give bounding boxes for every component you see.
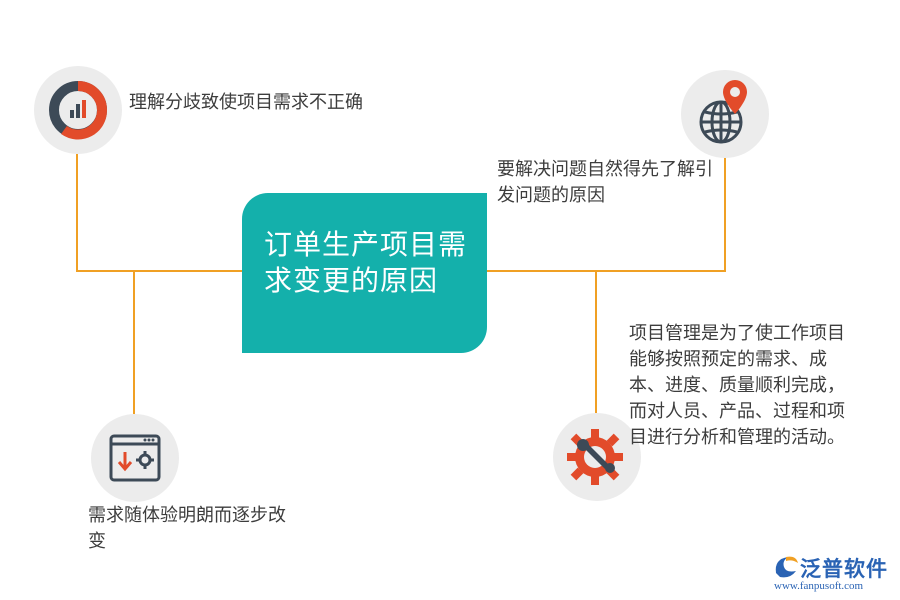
center-title-box: 订单生产项目需求变更的原因 bbox=[242, 193, 487, 353]
center-title: 订单生产项目需求变更的原因 bbox=[264, 228, 468, 297]
window-settings-icon bbox=[109, 434, 161, 482]
node-text-requirements-evolve: 需求随体验明朗而逐步改变 bbox=[88, 505, 286, 552]
node-text-project-management: 项目管理是为了使工作项目能够按照预定的需求、成本、进度、质量顺利完成，而对人员、… bbox=[629, 323, 845, 448]
logo-url: www.fanpusoft.com bbox=[774, 580, 864, 592]
wrench-gear-icon-circle bbox=[553, 413, 641, 501]
wrench-gear-icon bbox=[567, 429, 623, 485]
globe-pin-icon bbox=[699, 80, 747, 144]
chart-icon bbox=[49, 81, 108, 140]
node-text-understanding: 理解分歧致使项目需求不正确 bbox=[129, 92, 363, 113]
logo-swirl-icon bbox=[775, 556, 798, 578]
company-logo: 泛普软件 www.fanpusoft.com bbox=[770, 551, 895, 596]
globe-pin-icon-circle bbox=[681, 70, 769, 158]
logo-brand: 泛普软件 bbox=[800, 557, 888, 581]
window-settings-icon-circle bbox=[91, 414, 179, 502]
node-text-root-cause: 要解决问题自然得先了解引发问题的原因 bbox=[497, 159, 713, 206]
chart-icon-circle bbox=[34, 66, 122, 154]
